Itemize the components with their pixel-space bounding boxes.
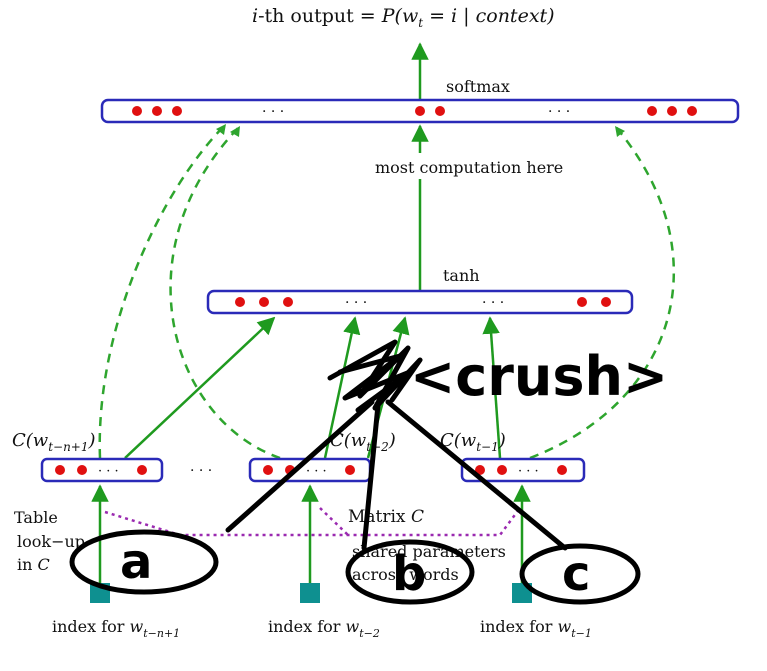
tanh-layer-box bbox=[206, 289, 634, 315]
direct-connections bbox=[98, 123, 675, 460]
softmax-label: softmax bbox=[446, 77, 510, 96]
softmax-units bbox=[132, 106, 697, 116]
embedding-label-1: C(wt−n+1) bbox=[12, 430, 96, 454]
computation-note: most computation here bbox=[375, 158, 563, 177]
handwritten-crush: <crush> bbox=[410, 345, 668, 408]
handwritten-annotations bbox=[69, 339, 641, 605]
shared-params-line1: shared parameters bbox=[352, 542, 506, 561]
index-square-2 bbox=[300, 583, 320, 603]
svg-text:· · ·: · · · bbox=[306, 464, 327, 479]
handwritten-b: b bbox=[392, 546, 426, 602]
handwritten-a: a bbox=[120, 534, 152, 590]
shared-params-line2: across words bbox=[352, 565, 459, 584]
index-label-3: index for wt−1 bbox=[480, 617, 592, 640]
embedding-box-1 bbox=[40, 457, 164, 483]
svg-text:· · ·: · · · bbox=[518, 464, 539, 479]
shared-matrix-links bbox=[104, 507, 522, 537]
tanh-label: tanh bbox=[443, 266, 480, 285]
softmax-ellipsis-right: · · · bbox=[548, 104, 570, 120]
embedding-box-3 bbox=[460, 457, 586, 483]
svg-text:· · ·: · · · bbox=[98, 464, 119, 479]
matrix-label: Matrix C bbox=[348, 507, 424, 527]
softmax-ellipsis-left: · · · bbox=[262, 104, 284, 120]
tanh-ellipsis-left: · · · bbox=[345, 295, 367, 311]
output-formula: i-th output = P(wt = i | context) bbox=[252, 5, 555, 30]
index-label-1: index for wt−n+1 bbox=[52, 617, 180, 640]
table-lookup-line2: look−up bbox=[17, 532, 85, 551]
embedding-label-3: C(wt−1) bbox=[440, 430, 506, 454]
tanh-units bbox=[235, 297, 611, 307]
handwritten-c: c bbox=[562, 546, 590, 602]
index-label-2: index for wt−2 bbox=[268, 617, 380, 640]
embedding-ellipsis: · · · bbox=[190, 463, 212, 479]
table-lookup-line1: Table bbox=[14, 508, 58, 527]
table-lookup-line3: in C bbox=[17, 555, 50, 574]
tanh-ellipsis-right: · · · bbox=[482, 295, 504, 311]
